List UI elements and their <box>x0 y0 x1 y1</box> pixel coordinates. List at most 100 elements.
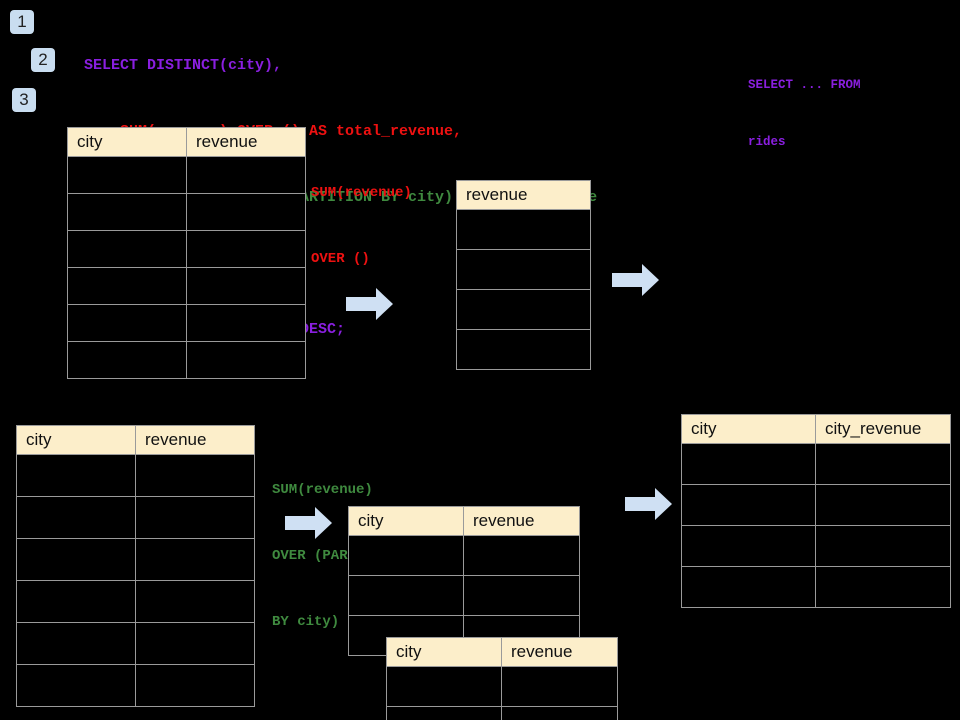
table-row <box>67 156 306 194</box>
table-cell <box>186 304 306 342</box>
table-row <box>67 193 306 231</box>
table-cell <box>348 575 464 616</box>
table-row <box>16 580 255 623</box>
arrow-total-to-result <box>612 262 660 303</box>
table-cell <box>463 535 580 576</box>
table-row <box>16 664 255 707</box>
sidenote-select-from-rides: SELECT ... FROM rides <box>748 38 861 190</box>
table-header-row: city revenue <box>67 127 306 157</box>
table-row <box>386 706 618 720</box>
annotation-total-line-2: OVER () <box>311 251 370 267</box>
table-cell <box>16 580 136 623</box>
column-header-revenue: revenue <box>186 127 306 157</box>
annotation-sum-over-empty: SUM(revenue) OVER () <box>311 138 412 314</box>
table-cell <box>135 580 255 623</box>
table-row <box>456 209 591 250</box>
step-badge-3: 3 <box>12 88 36 112</box>
table-header-row: city city_revenue <box>681 414 951 444</box>
table-cell <box>456 289 591 330</box>
table-row <box>16 622 255 665</box>
table-partition-back: city revenue <box>348 506 580 656</box>
column-header-city-revenue: city_revenue <box>815 414 951 444</box>
table-cell <box>186 230 306 268</box>
table-cell <box>815 484 951 526</box>
column-header-city: city <box>681 414 816 444</box>
table-header-row: city revenue <box>16 425 255 455</box>
table-cell <box>815 525 951 567</box>
table-header-row: revenue <box>456 180 591 210</box>
table-cell <box>815 566 951 608</box>
table-total-revenue: revenue <box>456 180 591 370</box>
column-header-city: city <box>16 425 136 455</box>
table-header-row: city revenue <box>348 506 580 536</box>
table-cell <box>186 267 306 305</box>
step-badge-1: 1 <box>10 10 34 34</box>
table-cell <box>456 209 591 250</box>
table-cell <box>681 443 816 485</box>
table-row <box>386 666 618 707</box>
table-cell <box>186 156 306 194</box>
table-cell <box>16 454 136 497</box>
table-row <box>67 304 306 342</box>
step-badge-2: 2 <box>31 48 55 72</box>
column-header-revenue: revenue <box>456 180 591 210</box>
table-row <box>348 575 580 616</box>
table-cell <box>681 525 816 567</box>
column-header-revenue: revenue <box>501 637 618 667</box>
table-cell <box>186 193 306 231</box>
sql-line-1: SELECT DISTINCT(city), <box>84 57 283 74</box>
table-cell <box>16 496 136 539</box>
table-row <box>681 566 951 608</box>
sidenote-line-2: rides <box>748 135 786 149</box>
table-row <box>456 329 591 370</box>
table-row <box>67 267 306 305</box>
table-cell <box>501 666 618 707</box>
table-cell <box>681 484 816 526</box>
arrow-source-to-partition <box>285 505 333 546</box>
column-header-city: city <box>348 506 464 536</box>
table-row <box>67 341 306 379</box>
table-cell <box>681 566 816 608</box>
table-partition-front: city revenue <box>386 637 618 720</box>
arrow-partition-to-result <box>625 486 673 527</box>
table-header-row: city revenue <box>386 637 618 667</box>
table-cell <box>501 706 618 720</box>
table-cell <box>815 443 951 485</box>
table-cell <box>67 341 187 379</box>
table-cell <box>348 535 464 576</box>
table-cell <box>386 666 502 707</box>
column-header-revenue: revenue <box>463 506 580 536</box>
table-cell <box>386 706 502 720</box>
arrow-source-to-total <box>346 286 394 327</box>
table-row <box>681 484 951 526</box>
table-row <box>348 535 580 576</box>
table-cell <box>463 575 580 616</box>
column-header-city: city <box>386 637 502 667</box>
table-row <box>16 538 255 581</box>
annotation-sum-over-partition: SUM(revenue) OVER (PARTITION BY city) <box>272 435 398 677</box>
table-cell <box>135 622 255 665</box>
table-cell <box>67 156 187 194</box>
column-header-city: city <box>67 127 187 157</box>
table-row <box>67 230 306 268</box>
table-cell <box>16 622 136 665</box>
table-cell <box>135 496 255 539</box>
table-row <box>16 454 255 497</box>
annotation-total-line-1: SUM(revenue) <box>311 185 412 201</box>
table-row <box>16 496 255 539</box>
column-header-revenue: revenue <box>135 425 255 455</box>
table-cell <box>67 193 187 231</box>
table-source-bottom: city revenue <box>16 425 255 707</box>
table-cell <box>16 664 136 707</box>
table-source-top: city revenue <box>67 127 306 379</box>
table-cell <box>135 538 255 581</box>
table-row <box>681 443 951 485</box>
table-row <box>456 249 591 290</box>
sidenote-line-1: SELECT ... FROM <box>748 78 861 92</box>
table-cell <box>67 304 187 342</box>
table-cell <box>135 664 255 707</box>
table-row <box>456 289 591 330</box>
table-cell <box>67 230 187 268</box>
table-cell <box>67 267 187 305</box>
